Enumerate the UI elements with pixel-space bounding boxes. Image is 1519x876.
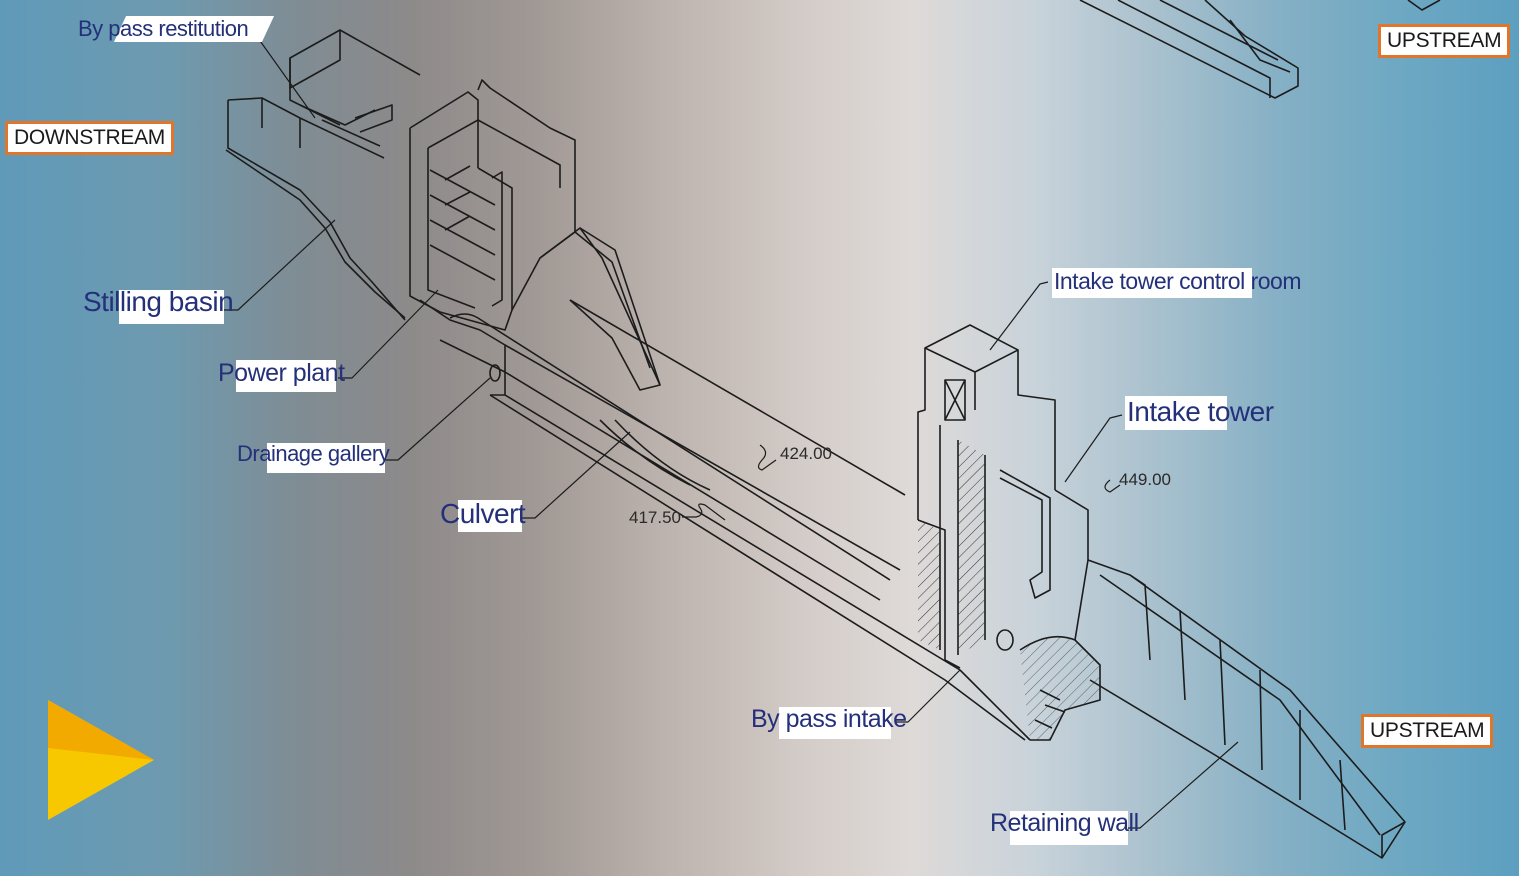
retaining-wall-bottom	[1087, 559, 1406, 859]
retaining-wall-top-right-corner	[1407, 0, 1441, 11]
play-icon[interactable]	[48, 700, 156, 820]
elevation-449: 449.00	[1119, 470, 1171, 489]
elevation-424: 424.00	[780, 444, 832, 463]
power-plant-block	[409, 79, 576, 396]
tag-upstream-bottom: UPSTREAM	[1361, 714, 1494, 749]
label-intake-tower-control-room: Intake tower control room	[1052, 268, 1302, 298]
label-culvert: Culvert	[440, 500, 526, 532]
label-power-plant: Power plant	[218, 360, 345, 392]
intake-tower-hatching	[918, 440, 1100, 740]
label-drainage-gallery: Drainage gallery	[237, 443, 390, 473]
label-intake-tower: Intake tower	[1125, 396, 1274, 430]
leader-lines	[222, 31, 1239, 829]
culvert-shape	[439, 313, 1031, 741]
tag-upstream-top: UPSTREAM	[1378, 24, 1511, 59]
stilling-basin-shape	[225, 29, 421, 321]
abutment-slope	[504, 227, 906, 571]
label-bypass-restitution: By pass restitution	[78, 16, 275, 42]
label-retaining-wall: Retaining wall	[990, 811, 1139, 845]
label-stilling-basin: Stilling basin	[83, 288, 234, 324]
retaining-wall-top	[1079, 0, 1299, 99]
tag-downstream: DOWNSTREAM	[5, 121, 174, 156]
label-bypass-intake: By pass intake	[751, 707, 907, 739]
elevation-417: 417.50	[629, 508, 681, 527]
